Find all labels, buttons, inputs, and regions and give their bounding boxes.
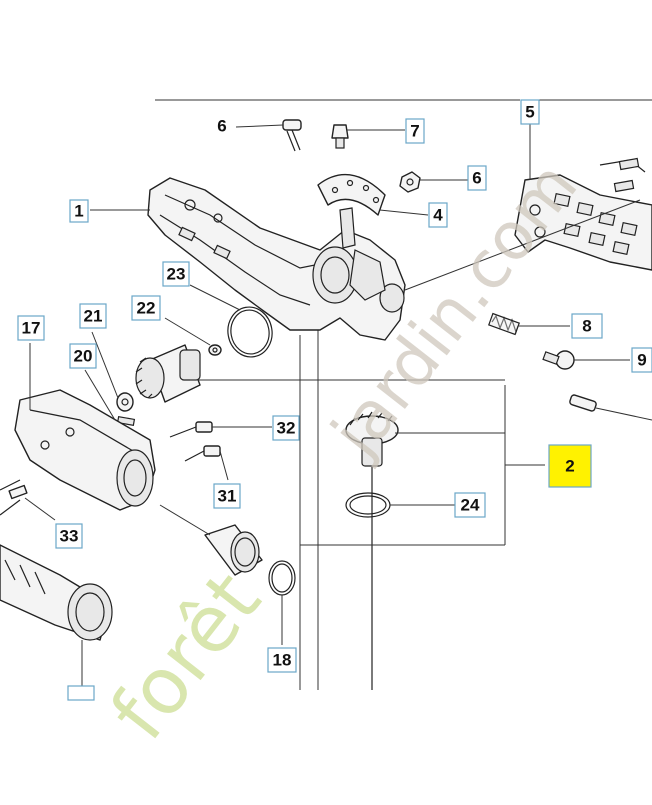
callout-18: 18	[267, 647, 297, 673]
callout-7: 7	[405, 118, 425, 144]
callout-8: 8	[571, 313, 603, 339]
callout-31: 31	[213, 483, 241, 509]
grease-nipple-7	[331, 124, 349, 149]
main-housing-part	[147, 177, 406, 341]
spring-8	[488, 312, 520, 336]
screw-9	[542, 350, 575, 370]
screw-31	[184, 445, 221, 462]
svg-text:1: 1	[74, 202, 83, 221]
callout-23: 23	[162, 261, 190, 287]
callout-17: 17	[17, 315, 45, 341]
clip-33	[8, 484, 28, 500]
bevel-pinion-part	[135, 344, 201, 403]
svg-text:31: 31	[218, 487, 237, 506]
washer-22	[208, 344, 222, 356]
pin	[569, 394, 597, 412]
callout-21: 21	[79, 303, 107, 329]
gear-segment-part	[317, 173, 386, 249]
callout-1: 1	[69, 199, 89, 223]
callout-5: 5	[520, 99, 540, 125]
leader-lines	[24, 122, 652, 690]
callout-32: 32	[272, 415, 300, 441]
circlip-18	[268, 560, 296, 596]
svg-text:4: 4	[433, 206, 443, 225]
svg-text:7: 7	[410, 122, 419, 141]
callout-2-highlight: 2	[548, 444, 592, 488]
svg-text:8: 8	[582, 317, 591, 336]
callout-4: 4	[428, 202, 448, 228]
callout-24: 24	[454, 492, 486, 518]
callout-22: 22	[131, 295, 161, 321]
callout-6-right: 6	[467, 165, 487, 191]
screw-6-top	[282, 119, 302, 152]
frame-lines	[155, 99, 652, 690]
callout-33: 33	[55, 523, 83, 549]
washer-21	[116, 392, 134, 412]
callout-20: 20	[69, 343, 97, 369]
svg-text:6: 6	[472, 169, 481, 188]
svg-text:5: 5	[525, 103, 534, 122]
bevel-gear-part	[345, 411, 399, 690]
screw-32	[169, 421, 213, 438]
drive-shaft-tube	[0, 544, 113, 641]
screw-6-right	[399, 171, 421, 193]
svg-text:2: 2	[565, 457, 574, 476]
bearing-part	[204, 524, 263, 576]
svg-text:23: 23	[167, 265, 186, 284]
svg-text:6: 6	[217, 117, 226, 136]
svg-text:17: 17	[22, 319, 41, 338]
svg-text:9: 9	[637, 351, 646, 370]
svg-text:20: 20	[74, 347, 93, 366]
svg-text:32: 32	[277, 419, 296, 438]
o-ring-23	[227, 306, 273, 358]
svg-text:24: 24	[461, 496, 480, 515]
svg-text:22: 22	[137, 299, 156, 318]
callout-6-top: 6	[217, 117, 226, 136]
handle-part	[514, 157, 652, 271]
circlip-24	[345, 492, 391, 518]
svg-text:forêt: forêt	[94, 556, 278, 756]
callout-bottom-left-partial	[67, 685, 95, 701]
svg-text:21: 21	[84, 307, 103, 326]
svg-text:18: 18	[273, 651, 292, 670]
lower-housing-part	[0, 389, 156, 516]
svg-text:33: 33	[60, 527, 79, 546]
callout-9: 9	[631, 347, 652, 373]
